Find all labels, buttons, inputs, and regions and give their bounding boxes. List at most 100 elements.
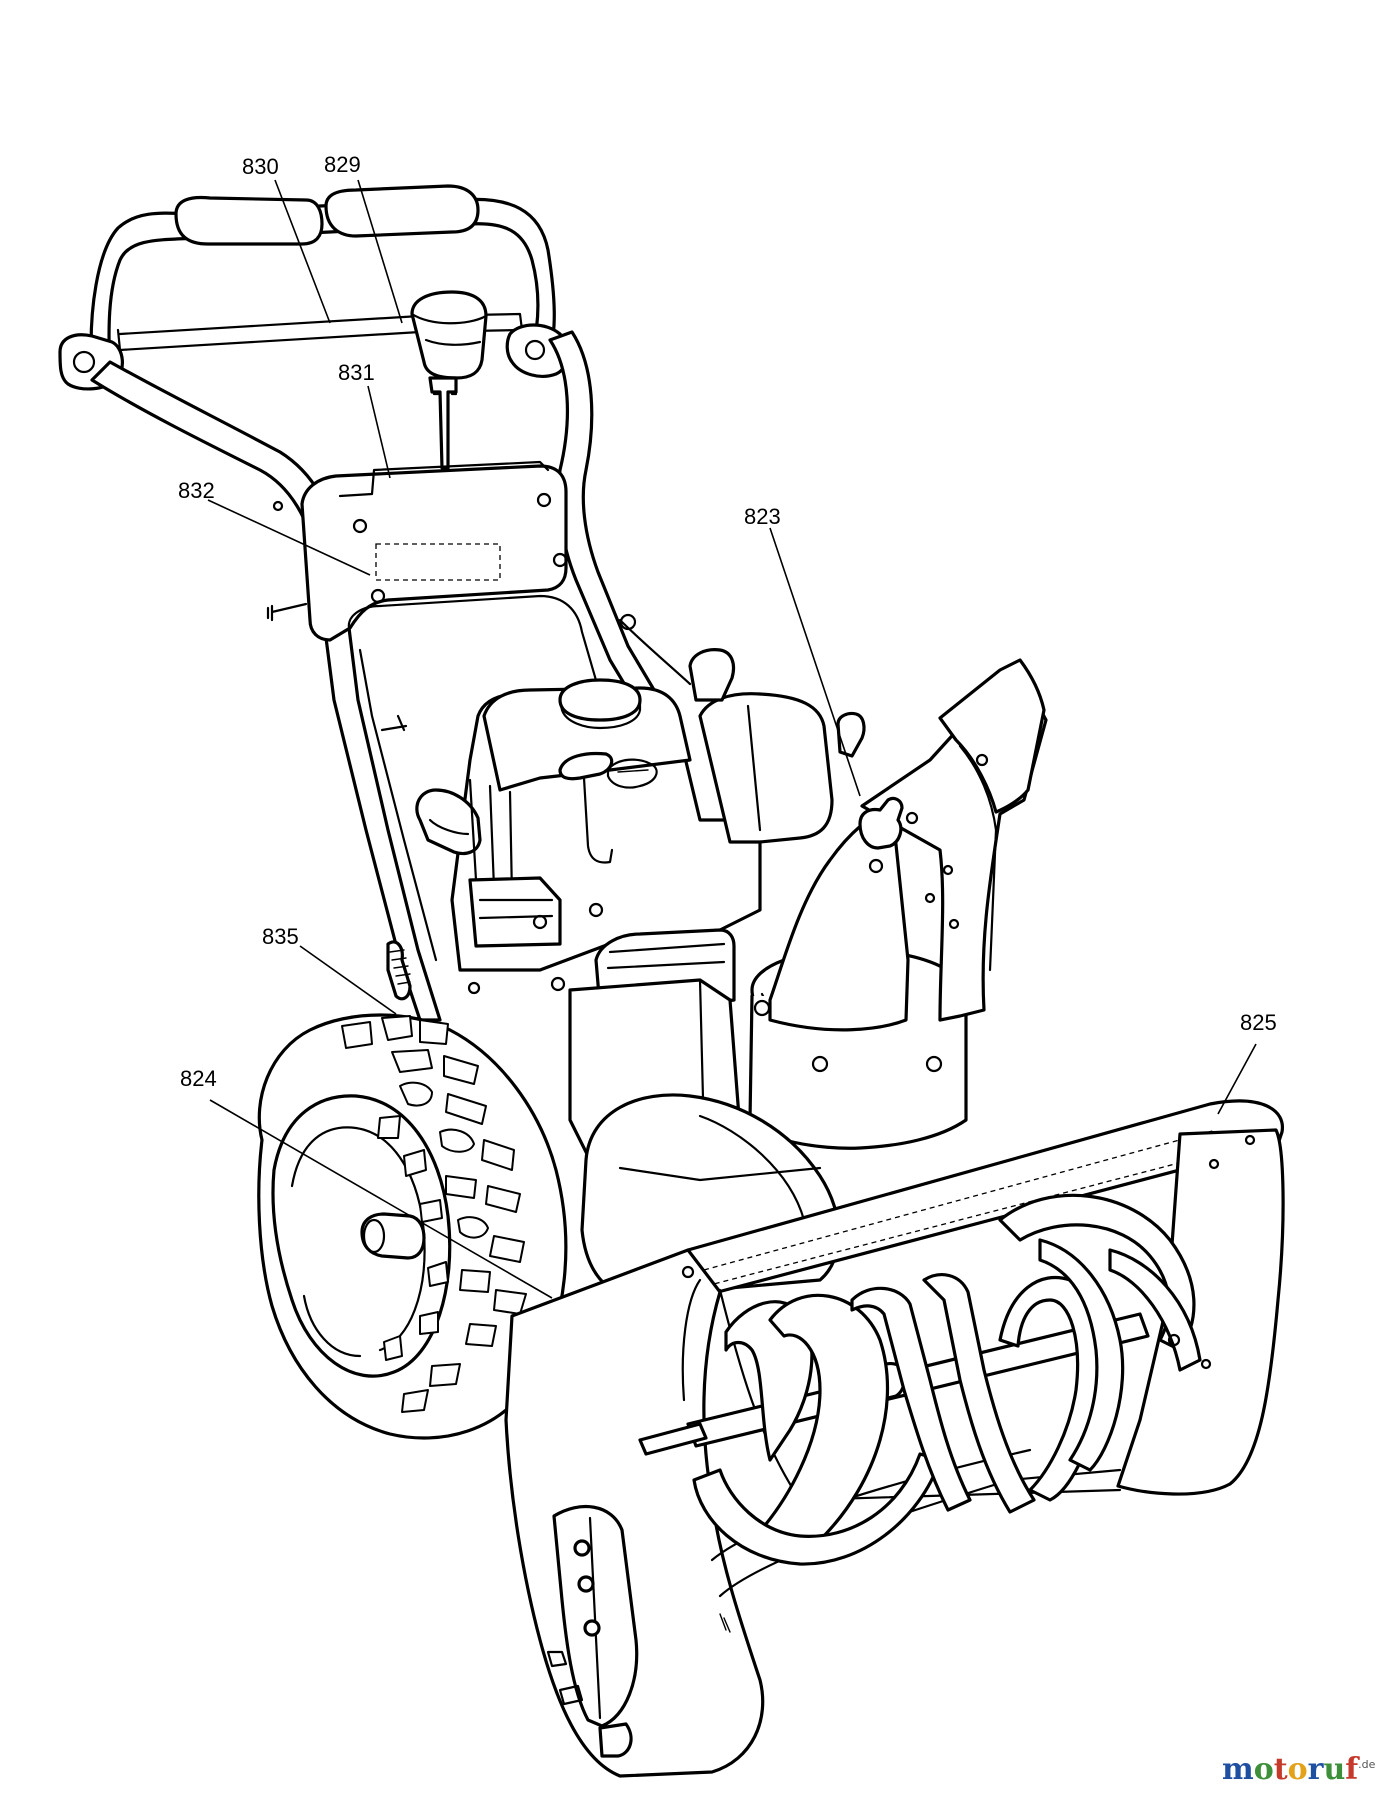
- starter-handle: [558, 751, 614, 781]
- fuel-cap-side: [558, 698, 642, 730]
- bolt-c: [550, 976, 566, 992]
- engine-shroud-seam: [746, 704, 762, 832]
- skid-bolt-3: [583, 1619, 601, 1637]
- choke-knob: [415, 788, 482, 856]
- top-bar-dash-b: [705, 1143, 1253, 1287]
- collar-bolt-1: [753, 999, 771, 1017]
- spring-coils: [389, 949, 411, 985]
- callout-832: 832: [178, 478, 215, 503]
- engine-shroud: [698, 692, 834, 844]
- logo-letter-1: m: [1222, 1752, 1254, 1787]
- chute-deflector-upper: [938, 658, 1046, 814]
- chute-deflector-edge: [958, 744, 998, 972]
- frame-pin: [380, 714, 408, 732]
- callout-825: 825: [1240, 1010, 1277, 1035]
- chute-bolt-3: [975, 753, 989, 767]
- right-bolt-c: [1200, 1358, 1212, 1370]
- left-bolt-a: [681, 1265, 695, 1279]
- right-grip: [324, 184, 480, 238]
- callout-labels: 830 829 831 832 823 835 824 825: [178, 152, 1277, 1091]
- discharge-chute: [748, 658, 1048, 1150]
- control-knob-top: [410, 312, 488, 325]
- auger-right-flight-4: [1108, 1248, 1202, 1372]
- auger: [638, 1193, 1202, 1566]
- rim-lower: [302, 1294, 362, 1358]
- belt-cover-ribs: [606, 942, 726, 970]
- oil-fill: [688, 648, 736, 702]
- callout-835: 835: [262, 924, 299, 949]
- engine-emblem: [606, 758, 658, 789]
- callout-824: 824: [180, 1066, 217, 1091]
- right-bolt-a: [1244, 1134, 1256, 1146]
- right-pivot-hole: [524, 339, 546, 361]
- control-knob-ridge: [424, 338, 482, 346]
- fuel-cap: [558, 678, 642, 722]
- leader-835: [299, 945, 397, 1015]
- fuel-fill-right: [836, 711, 866, 758]
- logo-letter-7: f: [1345, 1752, 1359, 1787]
- chute-tilt-knob: [858, 796, 904, 850]
- chute-bolt-6: [948, 918, 960, 930]
- skid-bolt-1: [573, 1539, 591, 1557]
- auger-left-flight-1: [724, 1300, 814, 1462]
- drive-spring: [386, 940, 412, 1001]
- chute-bolt-1: [868, 858, 884, 874]
- cable-clip: [619, 613, 637, 631]
- logo-suffix: .de: [1358, 1758, 1376, 1771]
- control-cable: [618, 618, 692, 686]
- auger-right-flight-3: [1038, 1238, 1125, 1472]
- bolt-b: [588, 902, 604, 918]
- collar-bolt-3: [925, 1055, 943, 1073]
- logo-letter-4: o: [1287, 1752, 1308, 1787]
- shift-rod: [428, 376, 458, 470]
- skid-shoe-edge: [588, 1516, 602, 1720]
- dash-bolt-2: [370, 588, 386, 604]
- logo-letter-2: o: [1253, 1752, 1274, 1787]
- drum-mid-line: [618, 1166, 822, 1182]
- left-grip: [174, 195, 324, 246]
- leader-824: [209, 1099, 553, 1299]
- drive-wheel: [257, 1013, 568, 1440]
- dash-bolt-4: [552, 552, 568, 568]
- frame-rail-left: [358, 648, 438, 962]
- left-side-inner: [681, 1278, 702, 1402]
- chute-bolt-2: [905, 811, 919, 825]
- engine-side-block: [468, 876, 562, 948]
- leader-825: [1217, 1043, 1257, 1115]
- right-lower-handle: [548, 330, 662, 712]
- leader-831: [367, 385, 391, 479]
- auger-bolt-right: [1167, 1333, 1181, 1347]
- left-lower-handle: [90, 360, 442, 1022]
- chute-bolt-4: [942, 864, 954, 876]
- drum-seam: [698, 1114, 806, 1222]
- leader-832: [207, 499, 371, 576]
- chute-bolt-5: [924, 892, 936, 904]
- bolt-a: [532, 914, 548, 930]
- leader-829: [357, 179, 403, 324]
- right-bolt-b: [1208, 1158, 1220, 1170]
- wheel-hub: [360, 1212, 426, 1260]
- auger-rod: [638, 1422, 708, 1456]
- bolt-small: [272, 500, 284, 512]
- left-pivot-hole: [72, 350, 96, 374]
- engine: [386, 648, 866, 1162]
- handle-assembly: [58, 184, 692, 1022]
- dash-top-edge: [338, 460, 550, 498]
- axle-end: [362, 1218, 386, 1254]
- collar-bolt-2: [811, 1055, 829, 1073]
- scraper-mark: [719, 1613, 731, 1633]
- housing-right-side: [1116, 1128, 1285, 1496]
- leader-lines: [207, 179, 1257, 1299]
- top-bar-dash-a: [703, 1129, 1217, 1271]
- dash-bolt-3: [536, 492, 552, 508]
- dash-bolt-1: [352, 518, 368, 534]
- skid-foot: [598, 1722, 633, 1758]
- callout-829: 829: [324, 152, 361, 177]
- choke-knob-ridge: [428, 818, 470, 836]
- dash-panel: [300, 464, 568, 642]
- logo-letter-6: u: [1323, 1752, 1346, 1787]
- skid-wingnut-1: [546, 1650, 568, 1668]
- logo-letter-5: r: [1307, 1752, 1324, 1787]
- callout-823: 823: [744, 504, 781, 529]
